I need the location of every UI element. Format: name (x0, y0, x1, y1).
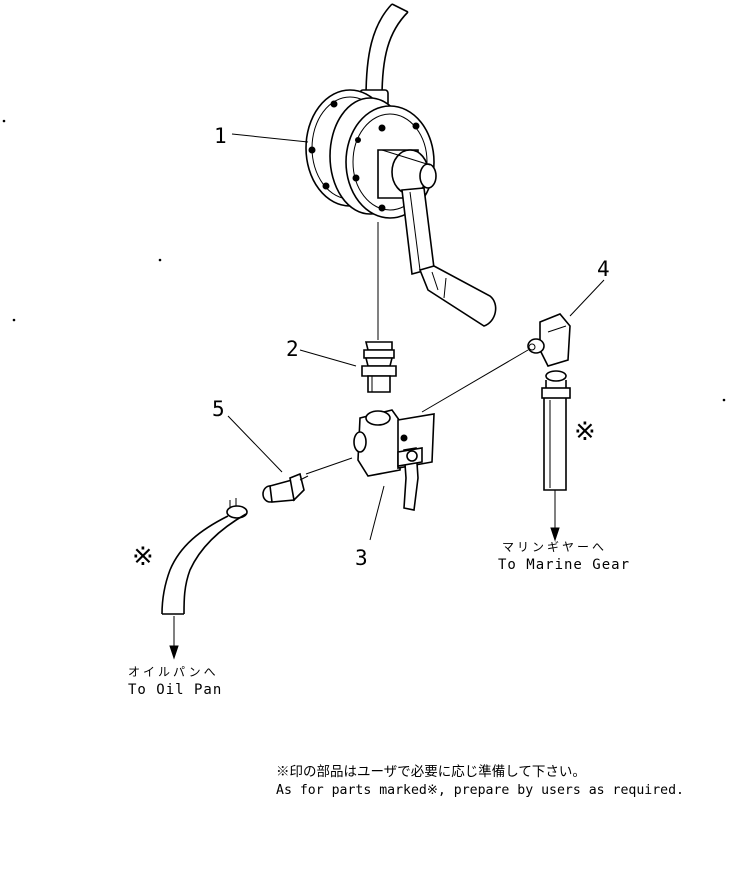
oil-pan-label-en: To Oil Pan (128, 682, 222, 698)
connection-lines (305, 349, 529, 475)
hose-nipple (361, 341, 397, 393)
oil-pan-hose (161, 498, 248, 660)
callout-3: 3 (355, 546, 368, 570)
leader-lines (227, 133, 605, 541)
footnote-en: As for parts marked※, prepare by users a… (276, 782, 684, 798)
callout-5: 5 (212, 397, 225, 421)
marine-gear-label-jp: マリンギヤーへ (502, 540, 607, 554)
three-way-cock (353, 409, 435, 511)
hose-connector (262, 472, 309, 503)
user-supplied-mark-oilpan: ※ (132, 542, 154, 572)
scan-dots (2, 119, 726, 402)
hand-pump (305, 3, 497, 340)
user-supplied-mark-marine: ※ (574, 417, 596, 447)
footnote-jp: ※印の部品はユーザで必要に応じ準備して下さい。 (276, 764, 586, 780)
marine-gear-hose (541, 370, 571, 542)
callout-2: 2 (286, 337, 299, 361)
callout-4: 4 (597, 257, 610, 281)
oil-pan-label-jp: オイルパンへ (128, 665, 219, 679)
elbow-fitting (527, 313, 571, 367)
callout-1: 1 (214, 124, 227, 148)
marine-gear-label-en: To Marine Gear (498, 557, 630, 573)
